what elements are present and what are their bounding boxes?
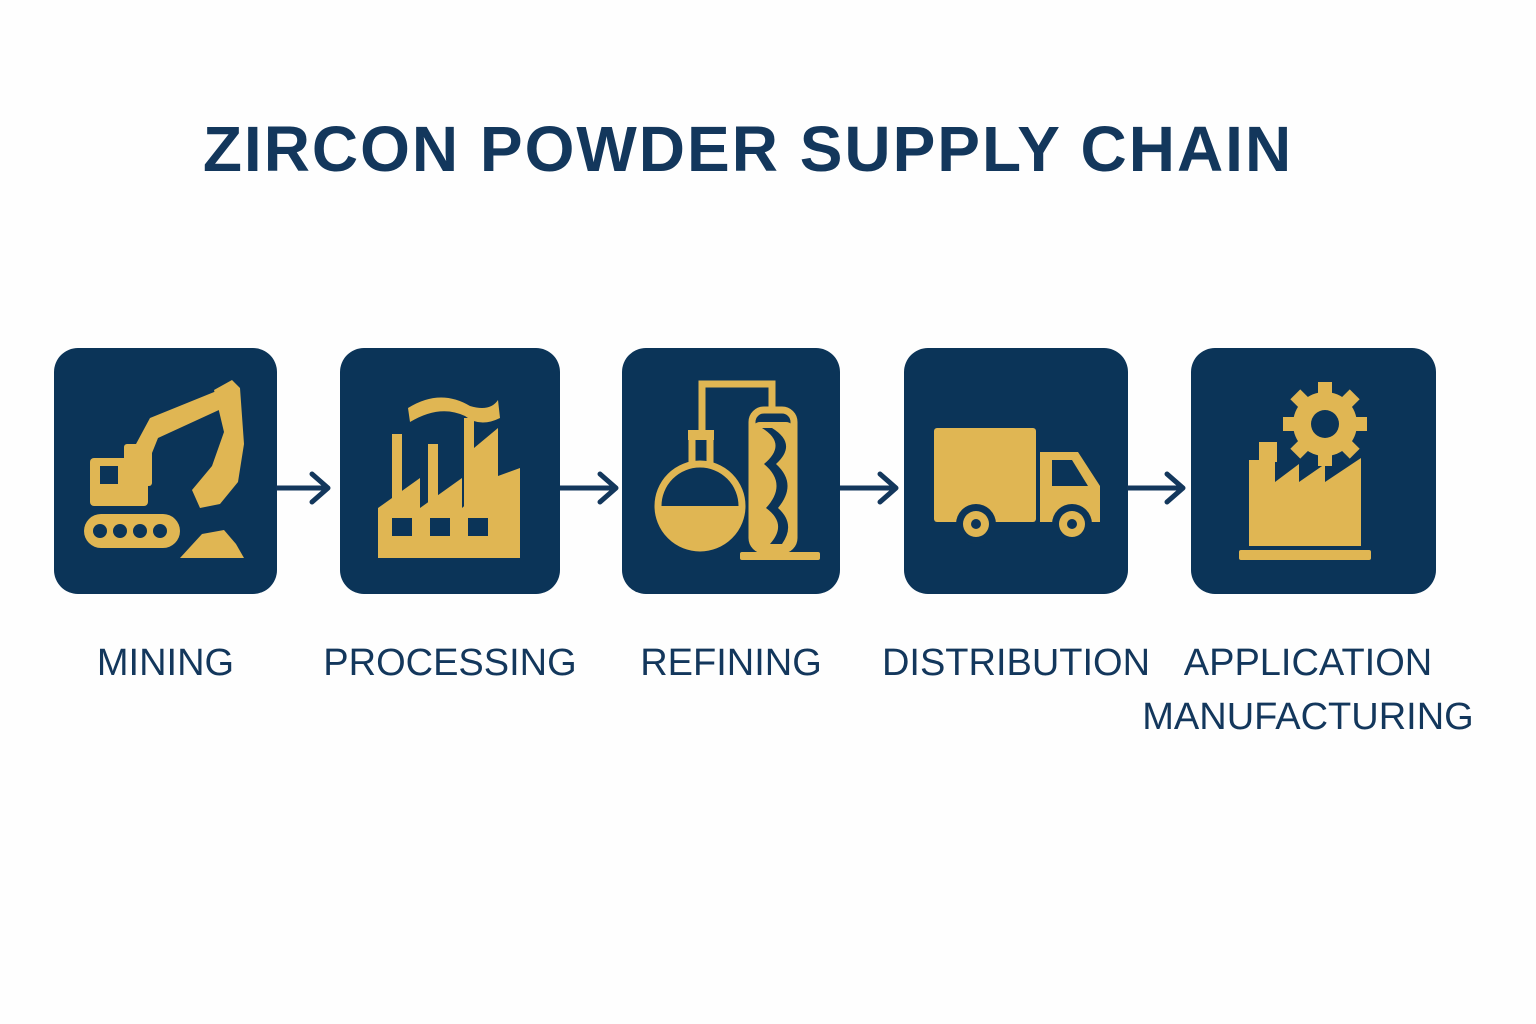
factory-icon (378, 397, 520, 558)
excavator-icon (84, 380, 244, 558)
arrow-icon (276, 471, 331, 505)
step-label-mining: MINING (96, 642, 235, 684)
mining-step (54, 348, 277, 594)
distribution-step (904, 348, 1128, 594)
step-label-application-manufacturing: APPLICATION MANUFACTURING (1142, 642, 1474, 738)
refining-step (622, 348, 840, 594)
step-label-distribution: DISTRIBUTION (881, 642, 1151, 684)
step-label-processing: PROCESSING (323, 642, 577, 684)
processing-step (340, 348, 560, 594)
step-label-refining: REFINING (640, 642, 822, 684)
truck-icon (934, 428, 1100, 544)
factory-gear-icon (1239, 382, 1371, 560)
flask-icon (654, 380, 820, 560)
application-manufacturing-step (1191, 348, 1436, 594)
arrow-icon (560, 471, 619, 505)
arrow-icon (1127, 471, 1186, 505)
page-title: ZIRCON POWDER SUPPLY CHAIN (202, 113, 1294, 185)
arrow-icon (840, 471, 899, 505)
